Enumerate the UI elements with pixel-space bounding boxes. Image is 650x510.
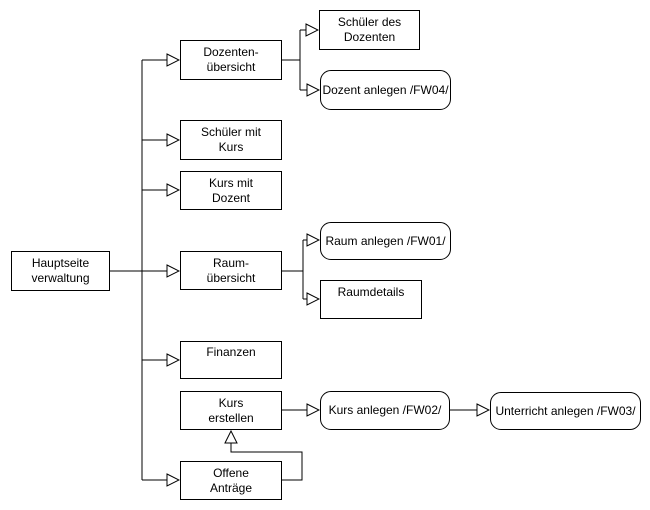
node-label: Kurs anlegen /FW02/ (328, 403, 442, 417)
node-label: erstellen (208, 410, 254, 425)
node-hauptseite-verwaltung[interactable]: Hauptseite verwaltung (11, 251, 110, 291)
node-raumuebersicht[interactable]: Raum- übersicht (180, 251, 282, 290)
node-label: Raumdetails (337, 284, 405, 299)
node-raum-anlegen-fw01[interactable]: Raum anlegen /FW01/ (320, 222, 451, 260)
node-kurs-mit-dozent[interactable]: Kurs mit Dozent (180, 171, 282, 210)
node-schueler-des-dozenten[interactable]: Schüler des Dozenten (319, 10, 420, 50)
node-kurs-anlegen-fw02[interactable]: Kurs anlegen /FW02/ (320, 391, 450, 430)
node-dozent-anlegen-fw04[interactable]: Dozent anlegen /FW04/ (320, 70, 451, 110)
node-label: verwaltung (31, 271, 90, 285)
node-finanzen[interactable]: Finanzen (180, 341, 282, 379)
node-label: Schüler des (337, 15, 402, 29)
node-label: Raum- (212, 255, 249, 270)
node-label: Unterricht anlegen /FW03/ (495, 403, 636, 418)
node-offene-antraege[interactable]: Offene Anträge (180, 461, 282, 500)
node-label: Offene (213, 465, 249, 480)
node-label: Schüler mit (200, 125, 262, 139)
node-label: Dozenten- (203, 45, 259, 59)
node-label: Dozent anlegen /FW04/ (322, 82, 449, 97)
node-dozentenuebersicht[interactable]: Dozenten- übersicht (180, 40, 282, 80)
node-label: Dozenten (343, 30, 396, 44)
node-unterricht-anlegen-fw03[interactable]: Unterricht anlegen /FW03/ (490, 392, 641, 430)
node-label: Kurs (218, 395, 244, 410)
node-label: Finanzen (206, 345, 256, 359)
node-label: Kurs (218, 140, 244, 154)
connector-dozenten-junction (282, 30, 301, 90)
connector-offene-to-kurs-erstellen (231, 431, 303, 481)
node-label: übersicht (206, 270, 256, 285)
node-label: Dozent (211, 190, 251, 205)
node-label: Kurs mit (208, 175, 253, 190)
node-kurs-erstellen[interactable]: Kurs erstellen (180, 391, 282, 430)
node-label: Hauptseite (31, 256, 90, 270)
node-schueler-mit-kurs[interactable]: Schüler mit Kurs (180, 120, 282, 160)
node-raumdetails[interactable]: Raumdetails (320, 280, 422, 319)
node-label: Raum anlegen /FW01/ (325, 233, 446, 248)
node-label: übersicht (206, 60, 256, 74)
connector-raum-junction (282, 240, 304, 299)
node-label: Anträge (209, 480, 253, 495)
